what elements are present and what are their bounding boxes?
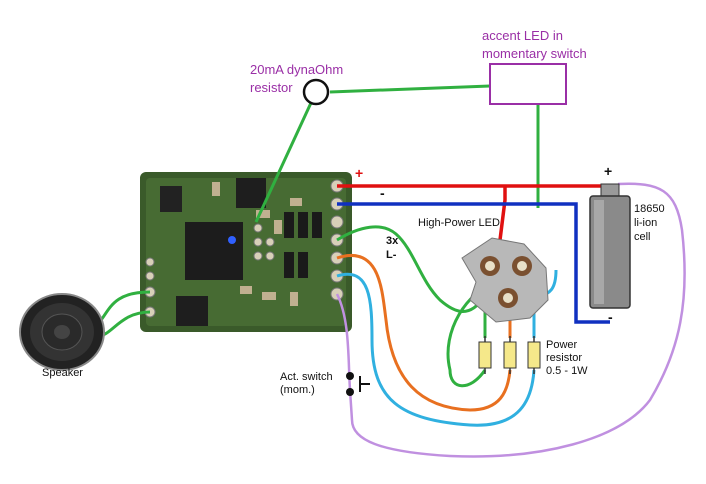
dynaohm-label-line2: resistor: [250, 80, 293, 95]
three-x-label: 3x: [386, 235, 399, 247]
controller-board: [140, 172, 352, 332]
cell-label-line2: li-ion: [634, 217, 657, 229]
power-resistor-label-line3: 0.5 - 1W: [546, 365, 588, 377]
battery-18650: [589, 183, 631, 309]
negative-rail-wire: [337, 202, 610, 324]
l-minus-green-wire: [336, 225, 494, 388]
power-resistor-label-line2: resistor: [546, 352, 582, 364]
battery-plus-sign: +: [604, 163, 612, 179]
accent-led-box: [489, 63, 567, 105]
high-power-led-label: High-Power LED: [418, 217, 500, 229]
main-ic-chip: [185, 222, 243, 280]
positive-sign: +: [355, 165, 363, 181]
power-resistor-label-line1: Power: [546, 339, 578, 351]
negative-sign: -: [380, 185, 385, 201]
accent-led-label-line2: momentary switch: [482, 46, 587, 61]
cell-label-line1: 18650: [634, 203, 665, 215]
speaker-label: Speaker: [42, 367, 83, 379]
cell-label-line3: cell: [634, 231, 651, 243]
dynaohm-label-line1: 20mA dynaOhm: [250, 62, 343, 77]
dynaohm-resistor-symbol: [302, 78, 330, 106]
power-resistors: [478, 336, 541, 374]
activation-switch: [346, 372, 370, 396]
switch-label-line2: (mom.): [280, 384, 315, 396]
battery-minus-sign: -: [608, 309, 613, 325]
high-power-led: [461, 237, 549, 323]
accent-led-label-line1: accent LED in: [482, 28, 563, 43]
l-minus-label: L-: [386, 249, 397, 261]
switch-label-line1: Act. switch: [280, 371, 333, 383]
dynaohm-wire: [254, 91, 318, 223]
accent-feed-wire: [329, 84, 491, 94]
led-positive-wire: [498, 186, 507, 241]
speaker: [19, 293, 105, 371]
